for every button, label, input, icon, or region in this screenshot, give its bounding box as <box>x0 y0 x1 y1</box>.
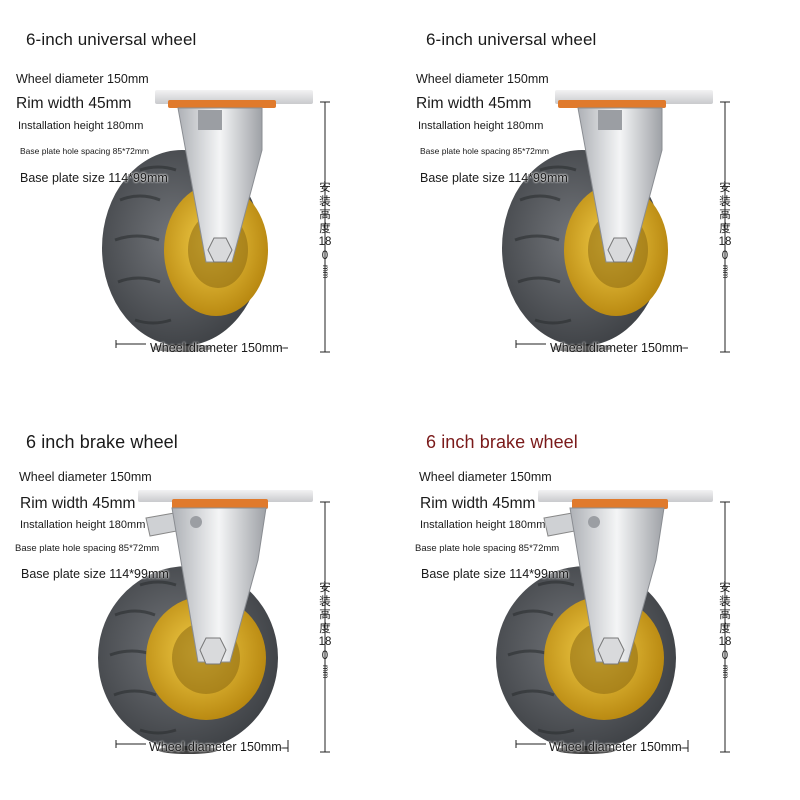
plate-size-spec: Base plate size 114*99mm <box>21 567 169 581</box>
panel-brake-wheel-1: 6 inch brake wheel Wheel diameter 150mm … <box>0 400 400 800</box>
panel-universal-wheel-1: 6-inch universal wheel Wheel diameter 15… <box>0 0 400 400</box>
vertical-height-chars: 安装高度180 <box>318 582 332 662</box>
panel-brake-wheel-2: 6 inch brake wheel Wheel diameter 150mm … <box>400 400 800 800</box>
brake-caster-wheel-illustration <box>98 490 330 754</box>
installation-height-spec: Installation height 180mm <box>18 120 144 132</box>
vertical-height-unit: mm <box>721 665 730 679</box>
axle-bolt <box>207 237 233 263</box>
rim-width-spec: Rim width 45mm <box>20 495 136 512</box>
diameter-dimension-label: Wheel diameter 150mm <box>149 740 282 754</box>
wheel-diameter-spec: Wheel diameter 150mm <box>419 470 552 484</box>
installation-height-spec: Installation height 180mm <box>20 519 146 531</box>
orange-pad <box>168 100 276 108</box>
fork <box>569 507 665 663</box>
vertical-height-chars: 安装高度180 <box>318 182 332 262</box>
panel-title: 6 inch brake wheel <box>426 432 578 452</box>
vertical-height-label: 安装高度180 mm <box>718 582 732 678</box>
fork <box>171 507 267 663</box>
rim-width-spec: Rim width 45mm <box>16 95 132 112</box>
installation-height-spec: Installation height 180mm <box>418 120 544 132</box>
fork <box>177 107 263 263</box>
wheel-diameter-spec: Wheel diameter 150mm <box>19 470 152 484</box>
vertical-height-chars: 安装高度180 <box>718 182 732 262</box>
rim-width-spec: Rim width 45mm <box>416 95 532 112</box>
panel-title: 6-inch universal wheel <box>26 30 197 49</box>
vertical-height-unit: mm <box>321 665 330 679</box>
orange-pad <box>558 100 666 108</box>
fork <box>577 107 663 263</box>
plate-size-spec: Base plate size 114*99mm <box>421 567 569 581</box>
vertical-height-unit: mm <box>321 265 330 279</box>
rim-width-spec: Rim width 45mm <box>420 495 536 512</box>
wheel-diameter-spec: Wheel diameter 150mm <box>16 72 149 86</box>
hole-spacing-spec: Base plate hole spacing 85*72mm <box>415 543 560 554</box>
axle-bolt <box>597 637 625 665</box>
hole-spacing-spec: Base plate hole spacing 85*72mm <box>15 543 160 554</box>
panel-title: 6 inch brake wheel <box>26 432 178 452</box>
orange-pad <box>172 499 268 509</box>
vertical-height-label: 安装高度180 mm <box>318 582 332 678</box>
caster-wheel-illustration <box>102 90 330 353</box>
plate-size-spec: Base plate size 114*99mm <box>420 171 568 185</box>
hole-spacing-spec: Base plate hole spacing 85*72mm <box>20 146 149 156</box>
diameter-dimension-label: Wheel diameter 150mm <box>150 341 283 355</box>
brake-caster-wheel-illustration <box>496 490 730 754</box>
plate-size-spec: Base plate size 114*99mm <box>20 171 168 185</box>
hole-spacing-spec: Base plate hole spacing 85*72mm <box>420 146 549 156</box>
vertical-height-unit: mm <box>721 265 730 279</box>
vertical-height-label: 安装高度180 mm <box>318 182 332 278</box>
diameter-dimension-label: Wheel diameter 150mm <box>550 341 683 355</box>
panel-universal-wheel-2: 6-inch universal wheel Wheel diameter 15… <box>400 0 800 400</box>
axle-bolt <box>199 637 227 665</box>
vertical-height-chars: 安装高度180 <box>718 582 732 662</box>
wheel-diameter-spec: Wheel diameter 150mm <box>416 72 549 86</box>
vertical-height-label: 安装高度180 mm <box>718 182 732 278</box>
panel-title: 6-inch universal wheel <box>426 30 597 49</box>
orange-pad <box>572 499 668 509</box>
caster-wheel-illustration <box>502 90 730 353</box>
axle-bolt <box>607 237 633 263</box>
diameter-dimension-label: Wheel diameter 150mm <box>549 740 682 754</box>
installation-height-spec: Installation height 180mm <box>420 519 546 531</box>
